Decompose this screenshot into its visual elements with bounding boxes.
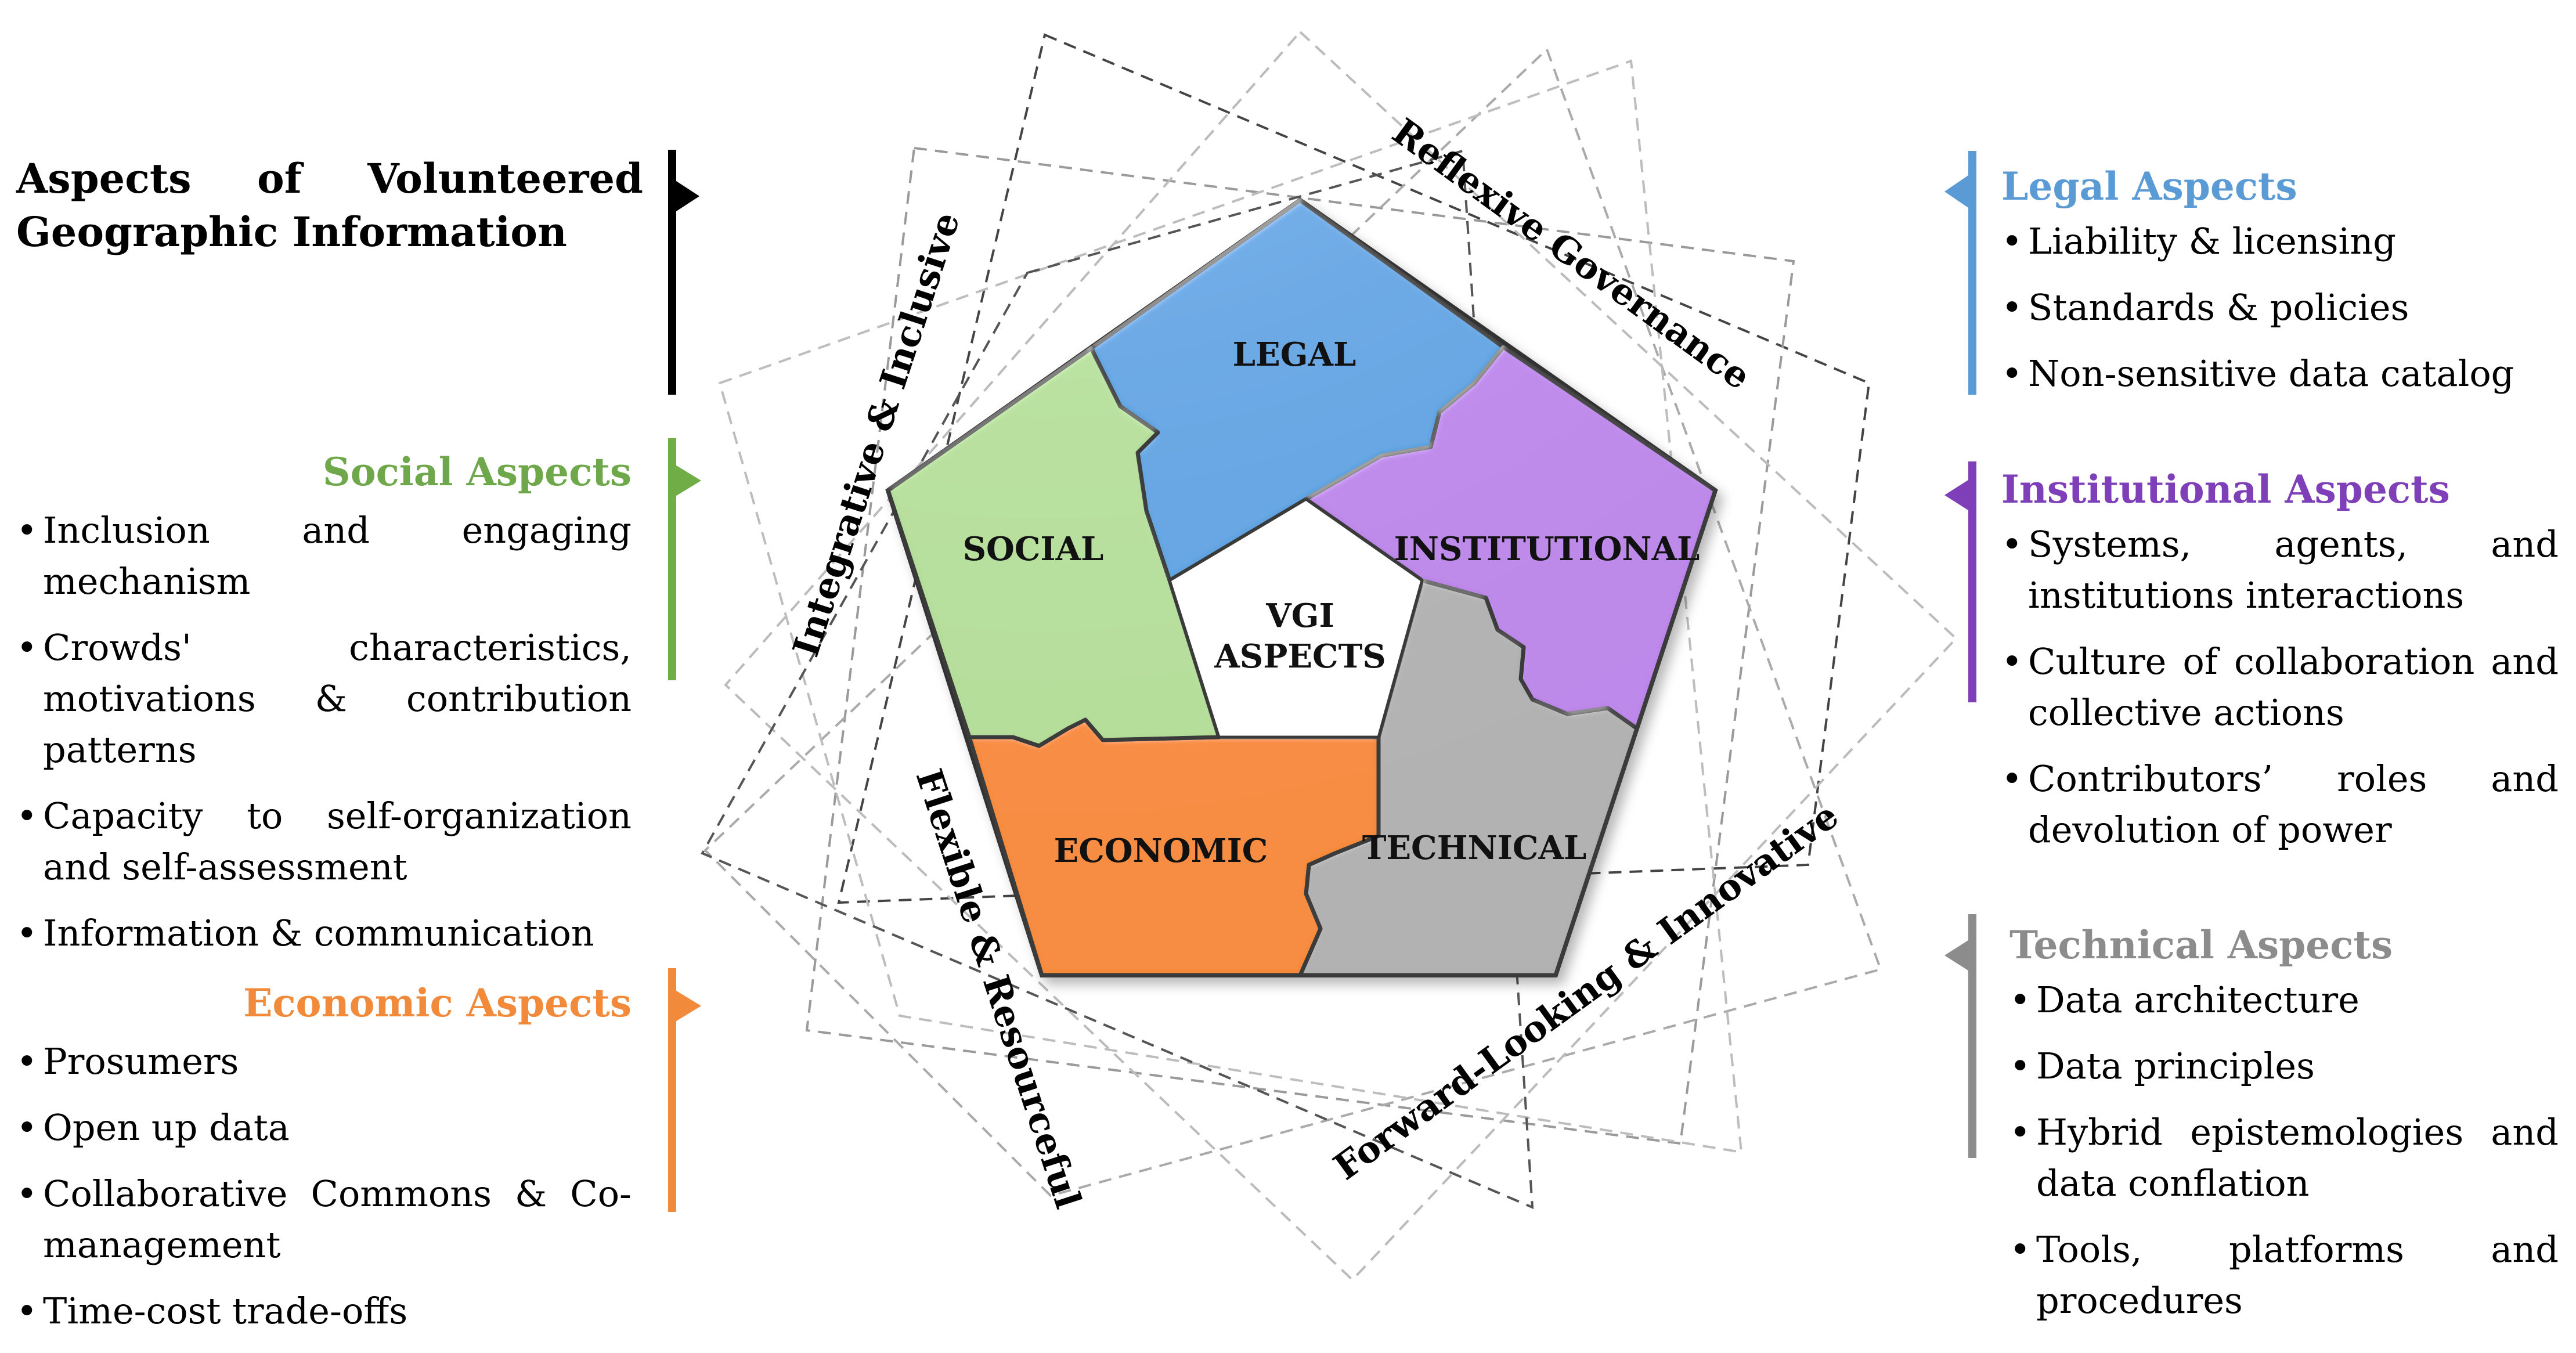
diagram-title-block: Aspects of Volunteered Geographic Inform… — [16, 152, 643, 259]
list-item: Information & communication — [16, 908, 632, 959]
center-label-line1: VGI — [1265, 597, 1334, 635]
institutional-aspects-block: Institutional Aspects Systems, agents, a… — [2001, 464, 2559, 871]
dashed-frame-6 — [701, 149, 1534, 1210]
economic-marker-flag — [674, 990, 701, 1022]
institutional-label: INSTITUTIONAL — [1394, 530, 1700, 568]
list-item: Non-sensitive data catalog — [2001, 348, 2559, 399]
legal-aspects-list: Liability & licensing Standards & polici… — [2001, 216, 2559, 399]
list-item: Crowds' characteristics, motivations & c… — [16, 622, 632, 775]
list-item: Contributors’ roles and devolution of po… — [2001, 753, 2559, 856]
list-item: Collaborative Commons & Co-management — [16, 1168, 632, 1271]
legal-label: LEGAL — [1233, 335, 1356, 374]
list-item: Tools, platforms and procedures — [2009, 1224, 2559, 1326]
dashed-frame-2 — [805, 146, 1795, 1145]
institutional-marker-flag — [1944, 479, 1970, 511]
list-item: Inclusion and engaging mechanism — [16, 505, 632, 607]
dashed-frame-1 — [837, 33, 1871, 904]
economic-aspects-block: Economic Aspects Prosumers Open up data … — [16, 978, 632, 1352]
list-item: Liability & licensing — [2001, 216, 2559, 267]
side-markers — [668, 150, 1976, 1212]
technical-label: TECHNICAL — [1362, 829, 1587, 867]
list-item: Capacity to self-organization and self-a… — [16, 791, 632, 893]
diagram-title: Aspects of Volunteered Geographic Inform… — [16, 154, 643, 256]
economic-label: ECONOMIC — [1054, 832, 1268, 870]
technical-aspects-title: Technical Aspects — [2009, 922, 2393, 968]
institutional-aspects-list: Systems, agents, and institutions intera… — [2001, 519, 2559, 856]
institutional-aspects-title: Institutional Aspects — [2001, 467, 2450, 512]
legal-aspects-block: Legal Aspects Liability & licensing Stan… — [2001, 161, 2559, 414]
legal-marker-flag — [1944, 174, 1970, 209]
legal-aspects-title: Legal Aspects — [2001, 164, 2297, 209]
technical-aspects-list: Data architecture Data principles Hybrid… — [2009, 975, 2559, 1326]
list-item: Hybrid epistemologies and data conflatio… — [2009, 1107, 2559, 1209]
list-item: Systems, agents, and institutions intera… — [2001, 519, 2559, 621]
list-item: Prosumers — [16, 1036, 632, 1087]
list-item: Standards & policies — [2001, 282, 2559, 333]
social-label: SOCIAL — [963, 530, 1104, 568]
economic-aspects-title: Economic Aspects — [243, 980, 632, 1026]
social-aspects-title: Social Aspects — [322, 449, 632, 495]
list-item: Open up data — [16, 1102, 632, 1153]
list-item: Time-cost trade-offs — [16, 1286, 632, 1337]
economic-aspects-list: Prosumers Open up data Collaborative Com… — [16, 1036, 632, 1337]
technical-marker-flag — [1944, 939, 1970, 972]
title-marker-flag — [674, 180, 699, 212]
dashed-frame-3 — [703, 47, 1882, 1197]
social-aspects-block: Social Aspects Inclusion and engaging me… — [16, 447, 632, 974]
center-hub — [1168, 497, 1424, 739]
social-aspects-list: Inclusion and engaging mechanism Crowds'… — [16, 505, 632, 959]
center-label-line2: ASPECTS — [1214, 637, 1386, 676]
social-marker-flag — [674, 464, 701, 497]
list-item: Data principles — [2009, 1041, 2559, 1092]
list-item: Data architecture — [2009, 975, 2559, 1026]
list-item: Culture of collaboration and collective … — [2001, 636, 2559, 738]
dashed-frame-5 — [718, 59, 1743, 1154]
technical-aspects-block: Technical Aspects Data architecture Data… — [2009, 920, 2559, 1341]
